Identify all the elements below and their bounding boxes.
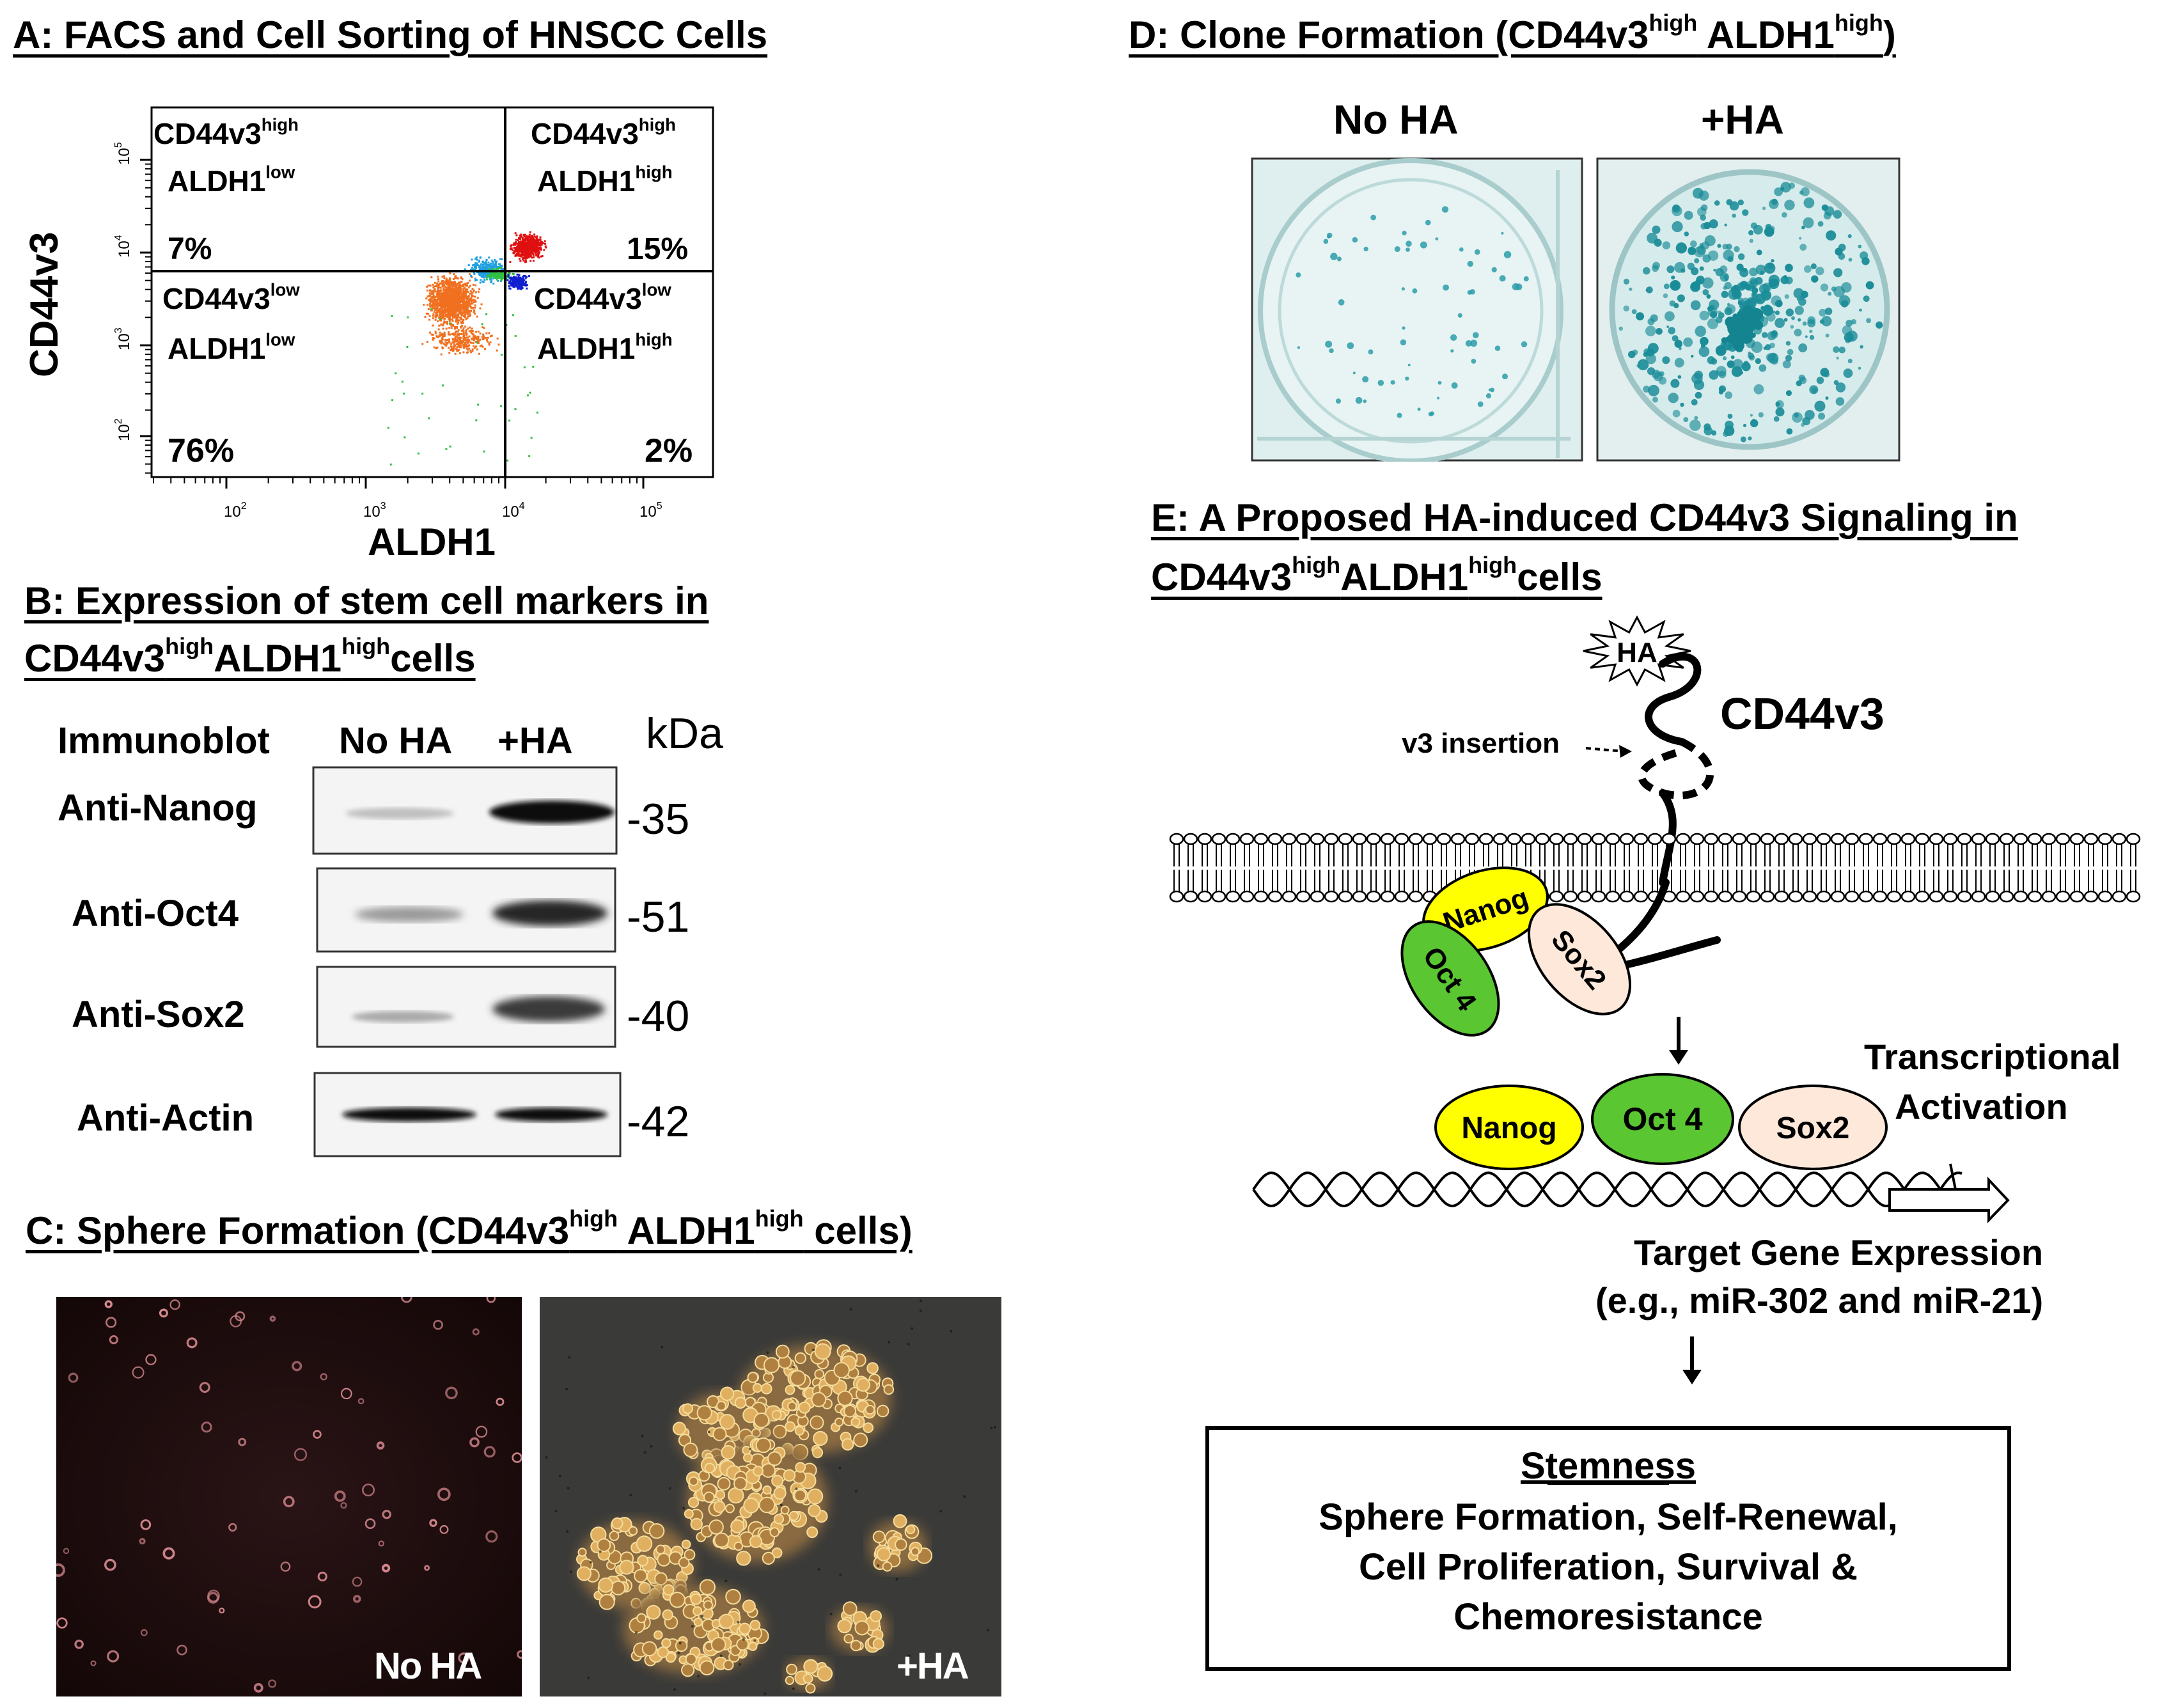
sphere-label-no-ha: No HA [374,1645,482,1687]
y-axis-label: CD44v3 [22,232,67,377]
quadrant-ur-label-1: CD44v3high [531,114,677,150]
band-oct4-no-ha [355,907,464,922]
ha-label: HA [1617,637,1657,668]
blot-col-no-ha: No HA [339,720,453,762]
kda-oct4: -51 [627,893,690,941]
panel-e-title-line2: CD44v3highALDH1highcells [1151,552,1602,599]
kda-actin: -42 [627,1097,690,1146]
kda-nanog: -35 [627,795,690,843]
sphere-label-ha: +HA [897,1645,969,1687]
sox2-nuclear-label: Sox2 [1776,1111,1850,1145]
panel-d-title: D: Clone Formation (CD44v3high ALDH1high… [1129,10,1896,57]
quadrant-ul-label-2: ALDH1low [168,162,295,198]
y-tick-label-3: 104 [113,235,133,258]
blot-col-ha: +HA [497,720,573,762]
quadrant-lr-label-1: CD44v3low [534,279,671,315]
quadrant-ur-label-2: ALDH1high [537,162,673,198]
signaling-diagram: HA CD44v3 v3 insertion Nanog Oct 4 Sox2 … [1169,615,2141,1671]
panel-c-title: C: Sphere Formation (CD44v3high ALDH1hig… [26,1205,913,1253]
panel-b-title-line2: CD44v3highALDH1highcells [24,633,476,680]
western-blot-image [312,766,622,1157]
quadrant-lr-percent: 2% [645,432,693,469]
target-gene-line1: Target Gene Expression [1634,1232,2043,1273]
quadrant-ul-label-1: CD44v3high [153,114,299,150]
facs-dot-cloud [387,231,547,466]
stemness-line2: Cell Proliferation, Survival & [1359,1546,1858,1588]
target-gene-line2: (e.g., miR-302 and miR-21) [1595,1280,2043,1320]
oct4-nuclear-oval [1591,1073,1734,1165]
sox2-bound-oval [1527,903,1632,1015]
sphere-image-no-ha [56,1297,522,1696]
kda-sox2: -40 [627,992,690,1040]
x-tick-label-3: 104 [502,501,525,521]
cell-membrane-bilayer [1169,833,2141,903]
band-actin-ha [495,1108,607,1122]
oct4-bound-oval [1400,920,1500,1037]
facs-axis-ticks [140,159,645,489]
oct4-nuclear-label: Oct 4 [1622,1101,1702,1137]
ha-starburst-shape [1583,615,1691,687]
band-nanog-no-ha [345,808,454,819]
v3-insertion-loop [1638,738,1714,799]
cd44v3-label: CD44v3 [1720,689,1884,739]
nanog-nuclear-label: Nanog [1461,1111,1556,1145]
band-sox2-ha [492,996,605,1022]
stemness-line1: Sphere Formation, Self-Renewal, [1319,1496,1898,1538]
quadrant-lr-label-2: ALDH1high [537,329,673,365]
dna-helix [1252,1171,1963,1208]
panel-e-title-line1: E: A Proposed HA-induced CD44v3 Signalin… [1151,496,2018,539]
stemness-title: Stemness [1521,1445,1696,1487]
blot-row-label-nanog: Anti-Nanog [58,787,258,829]
blot-row-label-actin: Anti-Actin [77,1097,255,1139]
x-tick-label-2: 103 [363,501,386,521]
quadrant-ll-label-2: ALDH1low [168,329,295,365]
cd44v3-extracellular-domain [1645,652,1702,746]
single-cells-no-ha [56,1297,522,1693]
stemness-box [1205,1426,2011,1671]
transcriptional-label-line1: Transcriptional [1864,1037,2120,1077]
transcription-arrow [1888,1176,2010,1223]
quadrant-ll-percent: 76% [168,432,235,469]
quadrant-ll-label-1: CD44v3low [162,279,300,315]
transcriptional-label-line2: Activation [1895,1086,2068,1127]
clone-label-ha: +HA [1701,97,1784,143]
quadrant-ul-percent: 7% [168,232,212,266]
panel-a-title: A: FACS and Cell Sorting of HNSCC Cells [13,13,768,56]
x-axis-label: ALDH1 [368,521,496,563]
cd44v3-stem [1659,789,1677,886]
blot-row-label-oct4: Anti-Oct4 [72,893,239,934]
colonies-no-ha [1296,206,1529,418]
band-oct4-ha [492,900,607,926]
band-sox2-no-ha [352,1011,454,1022]
band-actin-no-ha [342,1108,476,1122]
blot-row-label-sox2: Anti-Sox2 [72,994,245,1035]
band-nanog-ha [489,801,615,824]
y-tick-label-2: 103 [113,327,133,350]
clone-label-no-ha: No HA [1333,97,1459,143]
x-tick-label-4: 105 [639,501,662,521]
nanog-nuclear-oval [1434,1085,1584,1170]
immunoblot-header: Immunoblot [58,720,270,762]
kda-header: kDa [646,709,723,758]
spheres-ha [545,1299,997,1695]
clone-plate-ha [1596,157,1900,462]
sphere-image-ha [540,1297,1001,1696]
clone-plate-no-ha [1251,157,1583,462]
y-tick-label-1: 102 [113,418,133,441]
stemness-line3: Chemoresistance [1453,1596,1763,1638]
x-tick-label-1: 102 [224,501,247,521]
v3-insertion-label: v3 insertion [1402,728,1560,759]
colonies-ha [1618,182,1883,443]
facs-scatter-plot: 102 103 104 105 102 103 104 105 ALDH1 CD… [22,106,714,563]
panel-b-title-line1: B: Expression of stem cell markers in [24,579,709,622]
y-tick-label-4: 105 [113,142,133,165]
sox2-nuclear-oval [1738,1085,1888,1170]
quadrant-ur-percent: 15% [627,232,689,266]
